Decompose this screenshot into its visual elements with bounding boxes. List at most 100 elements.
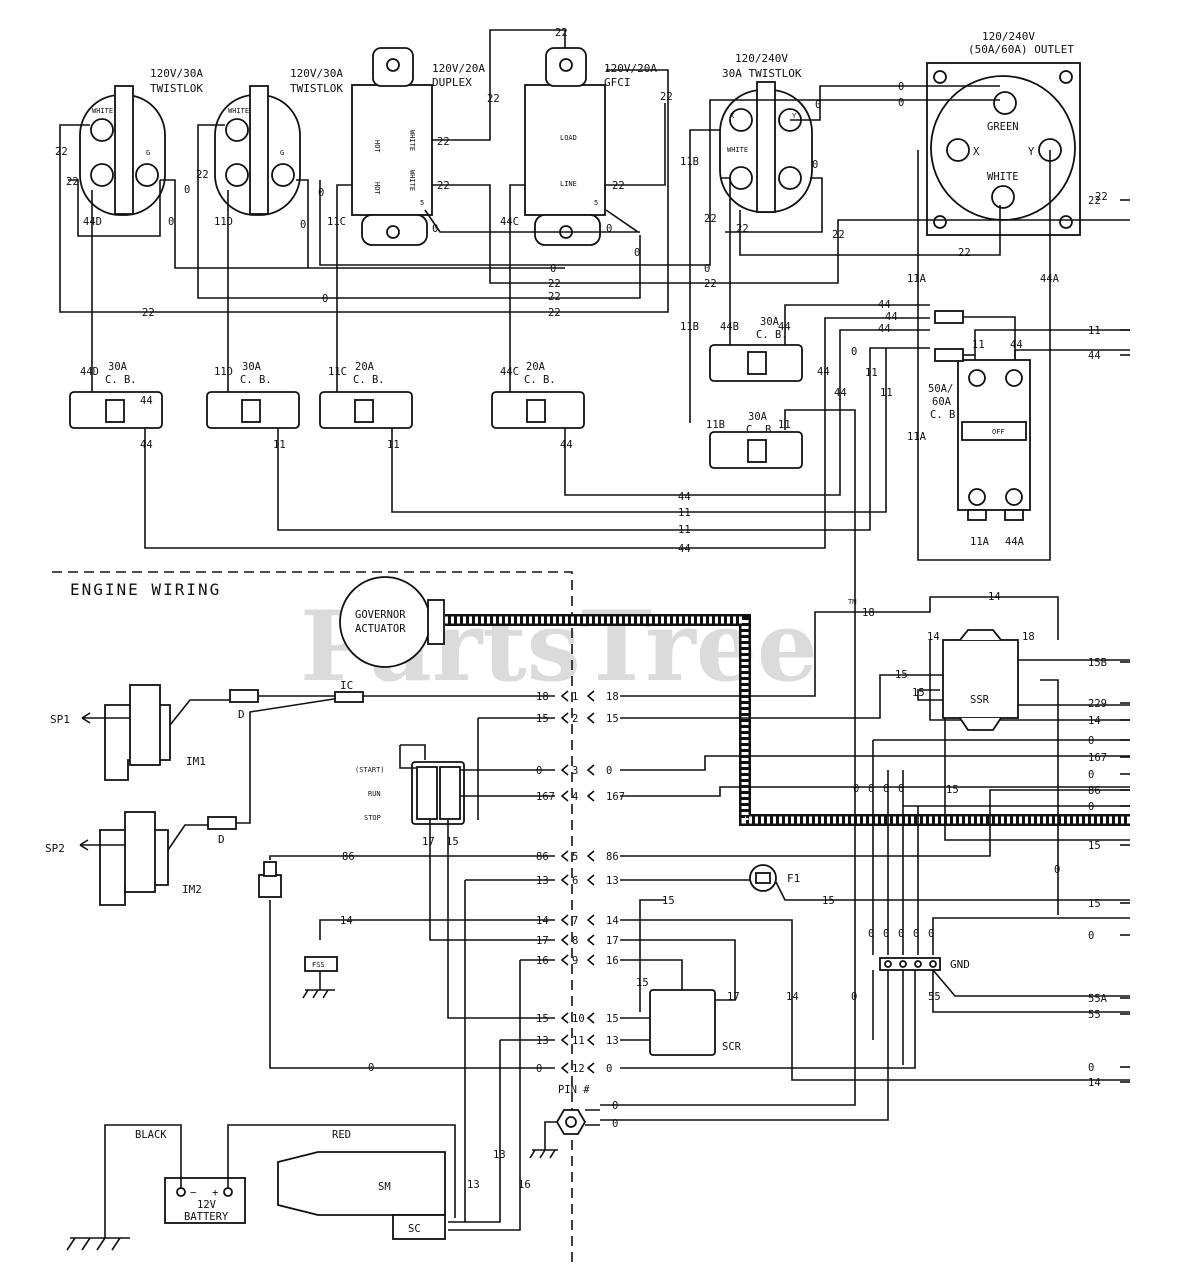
connector-right-wire-5: 86 — [606, 851, 619, 863]
duplex-outlet: 120V/20A DUPLEX HOT HOT WHITE WHITE 5 — [351, 47, 485, 246]
wl-48: 11 — [865, 367, 878, 379]
wl-46: 44 — [817, 366, 830, 378]
battery-red-lead — [227, 1124, 456, 1218]
cb30b-rating: 30A — [242, 361, 262, 373]
sm-body — [277, 1151, 446, 1216]
wl-27: 0 — [704, 263, 710, 275]
w14-ssr — [929, 640, 1130, 721]
wl-17: 22 — [612, 180, 625, 192]
el-19: 0 — [612, 1118, 618, 1130]
connector-left-wire-7: 14 — [536, 915, 549, 927]
cb30c-out: 44 — [778, 321, 791, 333]
el-9: 14 — [340, 915, 353, 927]
ssr-relay: SSR — [942, 629, 1019, 731]
el-31: 0 — [913, 928, 919, 940]
connector-arrow-left-2 — [560, 712, 569, 724]
gfci-label-1: 120V/20A — [604, 62, 657, 75]
twistlok2-terminal-g — [271, 163, 295, 187]
big-outlet-x-terminal — [946, 138, 970, 162]
duplex-label-2: DUPLEX — [432, 76, 472, 89]
gfci-label-2: GFCI — [604, 76, 631, 89]
el-1: 18 — [862, 607, 875, 619]
connector-arrow-right-6 — [586, 874, 595, 886]
right-edge-wire-1: 22 — [1088, 195, 1101, 207]
wire-22-duplex-top — [432, 29, 566, 141]
w167-right — [620, 786, 1130, 797]
el-3: 14 — [927, 631, 940, 643]
cb30a-cb: C. B. — [105, 374, 137, 386]
twistlok2-bracket — [249, 85, 269, 215]
connector-left-wire-12: 0 — [536, 1063, 542, 1075]
wl-39: 11A — [907, 273, 927, 285]
twistlok-outlet-2: 120V/30A TWISTLOK WHITE G — [214, 67, 343, 216]
connector-right-wire-1: 18 — [606, 691, 619, 703]
big-outlet-screw-bl — [933, 215, 947, 229]
cb50-b2: 44A — [1005, 536, 1025, 548]
cb50-rating: 50A/ — [928, 383, 953, 395]
el-20: 13 — [467, 1179, 480, 1191]
big-outlet-screw-tl — [933, 70, 947, 84]
el-13: 15 — [636, 977, 649, 989]
connector-right-wire-6: 13 — [606, 875, 619, 887]
cb50-cb: C. B. — [930, 409, 962, 421]
wire-44-return-2 — [564, 329, 930, 496]
right-edge-wire-8: 167 — [1088, 752, 1107, 764]
el-17: 55 — [928, 991, 941, 1003]
cb20a-switch — [354, 399, 374, 423]
connector-right-wire-10: 15 — [606, 1013, 619, 1025]
c7-left — [319, 919, 555, 940]
sp1-arrow — [81, 712, 91, 724]
diode-2 — [207, 816, 237, 830]
gfci-body — [524, 84, 606, 216]
el-26: 0 — [883, 783, 889, 795]
el-5: 15 — [895, 669, 908, 681]
connector-arrow-left-8 — [560, 934, 569, 946]
wl-38: 22 — [1095, 191, 1108, 203]
cb20b-cb: C. B. — [524, 374, 556, 386]
wl-7: 11D — [214, 216, 233, 228]
wire-44b — [720, 177, 731, 348]
wire-0-tl1 — [160, 179, 565, 269]
wl-6: 0 — [168, 216, 174, 228]
wl-34: 22 — [832, 229, 845, 241]
im1-lead — [169, 699, 230, 726]
cb30c-rating: 30A — [760, 316, 780, 328]
twistlok-outlet-1: 120V/30A TWISTLOK WHITE G — [79, 67, 203, 216]
right-edge-wire-10: 86 — [1088, 785, 1101, 797]
f1-label: F1 — [787, 872, 800, 885]
fss-ground — [302, 971, 335, 999]
twistlok2-white-tag: WHITE — [228, 107, 249, 115]
el-7: 15 — [946, 784, 959, 796]
cb30d-in: 11B — [706, 419, 725, 431]
connector-left-wire-9: 16 — [536, 955, 549, 967]
twistlok2-terminal-white — [225, 118, 249, 142]
connector-arrow-left-4 — [560, 790, 569, 802]
switch-17: 17 — [422, 836, 435, 848]
wl-20: 0 — [634, 247, 640, 259]
cb50-terminal-1 — [968, 369, 986, 387]
inline-connector-1 — [934, 310, 964, 324]
cb30a-out: 44 — [140, 395, 153, 407]
battery-minus: − — [190, 1187, 196, 1199]
cb30d-out: 11 — [778, 419, 791, 431]
connector-left-wire-1: 18 — [536, 691, 549, 703]
right-edge-wire-16: 55 — [1088, 1009, 1101, 1021]
cb30b-switch — [241, 399, 261, 423]
connector-arrow-right-3 — [586, 764, 595, 776]
el-24: 0 — [853, 783, 859, 795]
harness-hatch — [445, 616, 1130, 824]
wl-11: 22 — [437, 136, 450, 148]
wire-22-second — [197, 124, 641, 299]
duplex-hot-tag-2: HOT — [373, 182, 381, 195]
twistlok-outlet-3: 120/240V 30A TWISTLOK X Y WHITE — [719, 52, 813, 213]
wl-29: 22 — [704, 213, 717, 225]
right-edge-wire-6: 14 — [1088, 715, 1101, 727]
pin-label: PIN # — [558, 1084, 590, 1096]
el-15: 14 — [786, 991, 799, 1003]
wl-22: 22 — [548, 278, 561, 290]
fss-body — [304, 956, 338, 972]
sc-body — [392, 1214, 446, 1240]
